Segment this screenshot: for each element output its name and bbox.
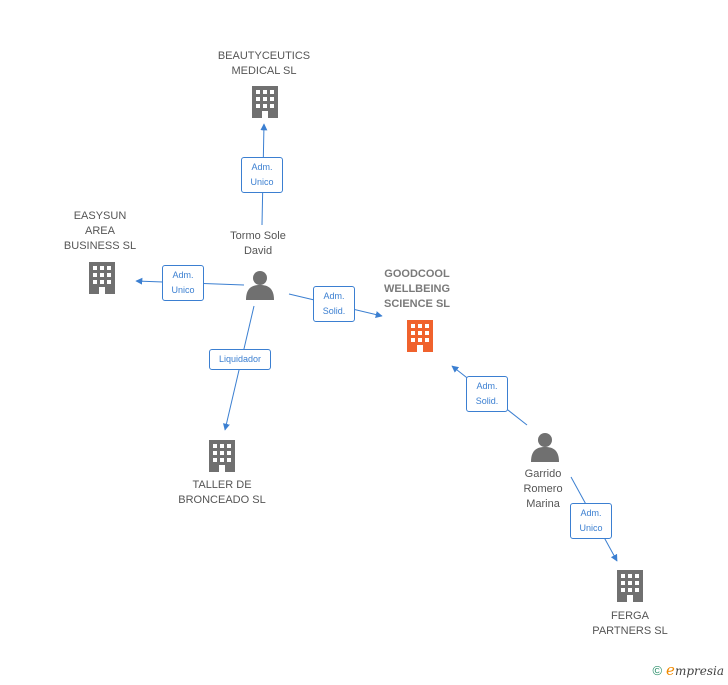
building-icon-main: [407, 320, 433, 352]
copyright-icon: ©: [652, 662, 663, 678]
person-label-tormo[interactable]: Tormo Sole David: [230, 230, 286, 257]
company-label-beautyceutics[interactable]: BEAUTYCEUTICS MEDICAL SL: [217, 50, 311, 77]
building-icon: [209, 440, 235, 472]
building-icon: [89, 262, 115, 294]
person-icon: [246, 271, 274, 300]
brand-logo: empresia: [666, 661, 724, 679]
person-label-garrido[interactable]: Garrido Romero Marina: [523, 468, 563, 510]
company-label-ferga[interactable]: FERGA PARTNERS SL: [592, 610, 668, 637]
company-label-goodcool[interactable]: GOODCOOL WELLBEING SCIENCE SL: [383, 268, 450, 310]
edge-label-tormo-easysun: Adm. Unico: [162, 265, 204, 301]
building-icon: [252, 86, 278, 118]
edge-label-garrido-goodcool: Adm. Solid.: [466, 376, 508, 412]
edge-label-tormo-beauty: Adm. Unico: [241, 157, 283, 193]
footer-brand: © empresia: [652, 661, 724, 679]
edge-label-tormo-taller: Liquidador: [209, 349, 271, 370]
edge-label-garrido-ferga: Adm. Unico: [570, 503, 612, 539]
building-icon: [617, 570, 643, 602]
company-label-taller[interactable]: TALLER DE BRONCEADO SL: [178, 479, 266, 506]
person-icon: [531, 433, 559, 462]
edge-label-tormo-goodcool: Adm. Solid.: [313, 286, 355, 322]
company-label-easysun[interactable]: EASYSUN AREA BUSINESS SL: [63, 210, 137, 252]
